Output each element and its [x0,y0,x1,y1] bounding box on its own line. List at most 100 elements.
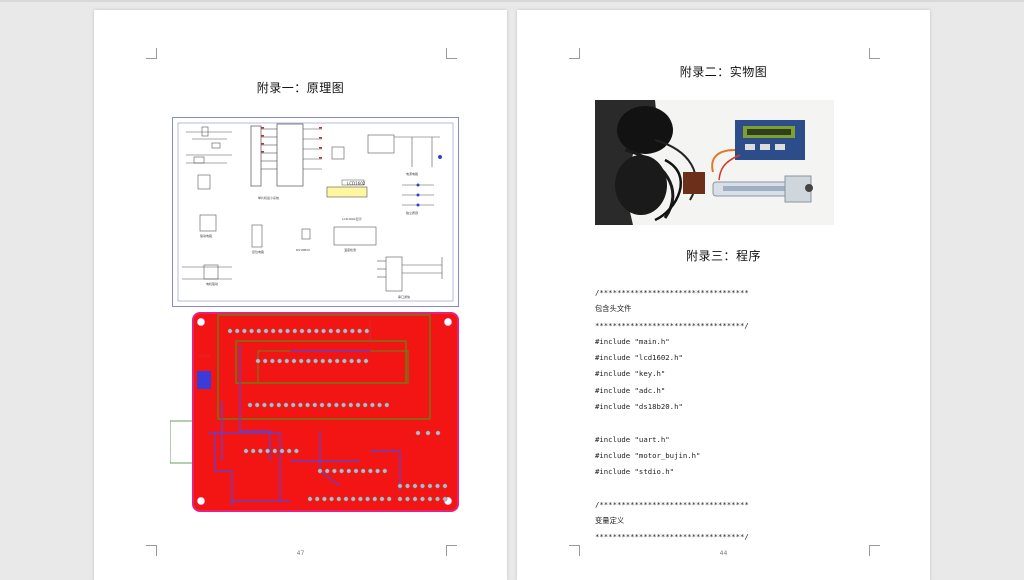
page-number: 44 [719,550,728,557]
pcb-pad [328,328,334,334]
pcb-pad [372,496,378,502]
pcb-pad [263,328,269,334]
pcb-pad [379,496,385,502]
pcb-pad [382,468,388,474]
page-number: 47 [296,550,305,557]
schematic-caption: 独立按键 [406,210,418,215]
pcb-pad [313,358,319,364]
pcb-pad [320,358,326,364]
schematic-caption: DS18B20 [296,248,310,252]
pcb-pad [272,448,278,454]
pcb-pad [277,358,283,364]
lcd-label: LCD1602 [347,181,366,186]
pcb-pad [427,483,433,489]
pcb-pad [360,468,366,474]
margin-corner-mark [869,48,880,59]
pcb-pad [292,328,298,334]
pcb-pad [435,483,440,489]
pcb-pad [364,328,370,334]
pcb-pad [294,448,299,454]
schematic-caption: 电机驱动 [206,281,218,286]
document-page-right[interactable]: 附录二：实物图 附录三：程序 /************************… [517,10,930,580]
document-page-left[interactable]: 附录一：原理图 [94,10,507,580]
page-heading: 附录二：实物图 [679,65,768,79]
pcb-pad [349,358,355,364]
pcb-pad [327,358,333,364]
pcb-pad [331,468,337,474]
pcb-pad [254,402,260,408]
pcb-pad [349,328,355,334]
code-line: #include "key.h" [595,369,666,379]
pcb-pad [386,496,392,502]
margin-corner-mark [869,545,880,556]
pcb-layout-image [170,312,459,512]
pcb-pad [262,402,267,408]
pcb-pad [384,402,390,408]
pcb-pad [420,483,425,489]
pcb-pad [357,496,363,502]
pcb-pad [227,328,233,334]
pcb-pad [435,496,440,502]
pcb-pad [242,328,247,334]
code-line [595,484,895,500]
pcb-pad [334,358,340,364]
pcb-pad [341,358,347,364]
pcb-pad [284,358,290,364]
code-line: #include "ds18b20.h" [595,402,683,412]
pcb-pad [313,328,319,334]
margin-corner-mark [446,545,457,556]
pcb-pad [397,496,403,502]
pcb-pad [307,496,313,502]
pcb-pad [405,483,410,489]
pcb-pad [346,468,352,474]
pcb-pad [285,328,291,334]
code-line: **********************************/ [595,532,749,542]
pcb-pad [312,402,318,408]
pcb-pad [405,496,410,502]
pcb-pad [299,328,305,334]
window-top-border [0,0,1024,2]
code-listing[interactable]: /********************************** 包含头文… [595,288,895,549]
pcb-pad [397,483,403,489]
page-heading: 附录一：原理图 [256,81,345,95]
pcb-pad [243,448,249,454]
schematic-caption: 单片机最小系统 [258,195,279,200]
pcb-pad [279,448,285,454]
pcb-pad [306,328,312,334]
code-line: /********************************** [595,499,749,509]
pcb-pad [286,448,292,454]
pcb-pad [427,496,433,502]
pcb-pad [442,496,448,502]
pcb-pad [377,402,383,408]
pcb-pad [363,358,369,364]
margin-corner-mark [146,545,157,556]
code-line: **********************************/ [595,320,749,330]
pcb-pad [321,496,327,502]
pcb-pad [335,328,341,334]
pcb-pad [270,328,276,334]
pcb-pad [234,328,240,334]
pcb-pad [412,483,418,489]
schematic-caption: 串口通信 [398,294,410,299]
device-photo [595,100,834,225]
pcb-pad [290,402,296,408]
pcb-pad [375,468,381,474]
code-line: 变量定义 [595,516,625,526]
margin-corner-mark [569,545,580,556]
schematic-caption: 驱动电路 [200,233,212,238]
code-line: #include "lcd1602.h" [595,353,683,363]
margin-corner-mark [569,48,580,59]
pcb-pad [333,402,339,408]
margin-corner-mark [146,48,157,59]
pcb-pad [270,358,275,364]
pcb-pad [329,496,335,502]
pcb-pad [341,402,347,408]
pcb-pad [250,448,256,454]
pcb-pad [276,402,282,408]
pcb-pad [278,328,283,334]
pcb-pad [269,402,275,408]
pcb-pad [265,448,271,454]
schematic-caption: 温度检测 [344,247,356,252]
schematic-caption: LCD1602显示 [342,217,362,221]
schematic-diagram: LCD1602 单片机最小系统 电源电路 LCD1602显示 独立按键 DS18… [172,117,459,307]
